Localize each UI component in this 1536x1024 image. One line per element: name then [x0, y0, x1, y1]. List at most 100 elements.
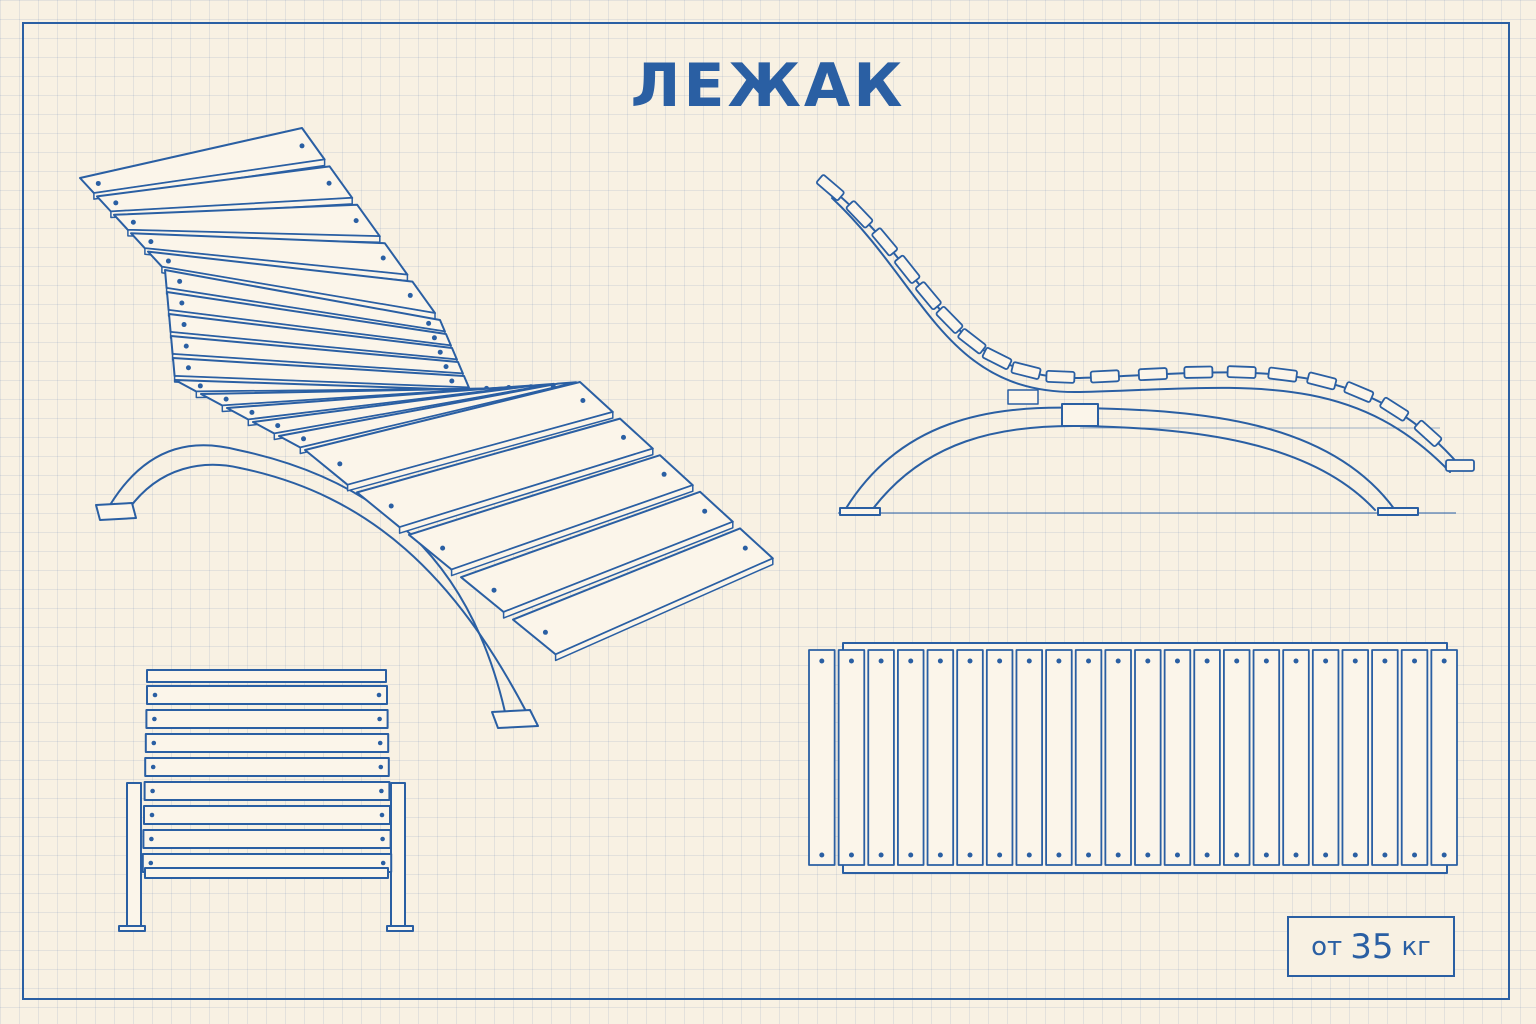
- side-slat: [1226, 365, 1257, 379]
- bolt-hole: [380, 836, 385, 842]
- front-slat: [146, 685, 388, 705]
- front-view: [118, 669, 414, 932]
- bolt-hole: [1026, 658, 1032, 664]
- bolt-hole: [1323, 658, 1329, 664]
- bolt-hole: [937, 852, 943, 858]
- side-slat: [935, 306, 964, 334]
- bolt-hole: [113, 200, 119, 206]
- bolt-hole: [1382, 658, 1388, 664]
- perspective-slat: [512, 527, 774, 662]
- bolt-hole: [380, 255, 386, 261]
- bolt-hole: [620, 434, 626, 440]
- bolt-hole: [177, 278, 183, 284]
- top-slat: [926, 649, 955, 866]
- top-slat: [985, 649, 1014, 866]
- side-foot-front: [839, 507, 881, 516]
- bolt-hole: [1234, 852, 1240, 858]
- side-slat: [871, 227, 898, 257]
- top-slat: [1371, 649, 1399, 866]
- bolt-hole: [150, 788, 155, 794]
- bolt-hole: [223, 396, 229, 402]
- top-slat: [1134, 649, 1162, 866]
- weight-badge: от 35 кг: [1287, 916, 1455, 977]
- bolt-hole: [379, 788, 384, 794]
- perspective-slat-edge: [554, 557, 774, 662]
- bolt-hole: [1441, 658, 1447, 664]
- bolt-hole: [440, 545, 446, 551]
- bolt-hole: [1086, 852, 1092, 858]
- sheet-border: [22, 22, 1510, 1000]
- top-slat: [1223, 649, 1251, 866]
- side-slat: [1089, 369, 1120, 384]
- perspective-view: [79, 127, 774, 729]
- bolt-hole: [249, 409, 255, 415]
- bolt-hole: [151, 740, 157, 746]
- support-bracket: [1007, 389, 1039, 405]
- side-slat: [845, 200, 874, 229]
- bolt-hole: [449, 378, 455, 384]
- side-slat: [1010, 361, 1042, 380]
- side-foot-rear: [1377, 507, 1419, 516]
- bolt-hole: [443, 364, 449, 370]
- bolt-hole: [1204, 852, 1210, 858]
- bolt-hole: [1293, 658, 1299, 664]
- bolt-hole: [179, 300, 185, 306]
- top-slat: [1045, 649, 1073, 866]
- perspective-slat: [113, 203, 381, 244]
- side-slat: [1445, 459, 1475, 472]
- bolt-hole: [1174, 658, 1180, 664]
- perspective-slat: [408, 454, 694, 577]
- bolt-hole: [491, 587, 497, 593]
- bolt-hole: [937, 658, 943, 664]
- bolt-hole: [380, 860, 386, 866]
- top-slat: [1015, 649, 1043, 866]
- top-slat: [1430, 649, 1458, 866]
- top-slat: [1163, 649, 1192, 866]
- center-bracket: [1061, 403, 1099, 427]
- top-view: [808, 642, 1458, 874]
- side-slat: [816, 174, 845, 201]
- bolt-hole: [1086, 658, 1092, 664]
- bolt-hole: [1412, 658, 1418, 664]
- side-slat: [1379, 396, 1410, 422]
- front-leg-right: [390, 782, 406, 929]
- bolt-hole: [1352, 852, 1358, 858]
- top-slat: [1400, 649, 1429, 866]
- bolt-hole: [1026, 852, 1032, 858]
- bolt-hole: [150, 764, 156, 770]
- top-slat: [1252, 649, 1281, 866]
- front-top-slat: [146, 669, 387, 683]
- bolt-hole: [997, 852, 1003, 858]
- bolt-hole: [908, 852, 914, 858]
- side-slat: [957, 328, 987, 355]
- bolt-hole: [377, 716, 382, 722]
- front-slat: [142, 829, 392, 849]
- bolt-hole: [181, 322, 187, 328]
- bolt-hole: [377, 740, 383, 746]
- bolt-hole: [388, 503, 394, 509]
- front-slat: [143, 781, 391, 801]
- bolt-hole: [376, 692, 382, 698]
- bolt-hole: [183, 343, 189, 349]
- bolt-hole: [550, 383, 556, 389]
- bolt-hole: [878, 852, 884, 858]
- bolt-hole: [426, 320, 432, 326]
- bolt-hole: [819, 852, 825, 858]
- top-slat: [956, 649, 984, 866]
- bolt-hole: [152, 692, 158, 698]
- bolt-hole: [149, 812, 155, 818]
- bolt-hole: [967, 852, 973, 858]
- bolt-hole: [1441, 852, 1447, 858]
- bolt-hole: [165, 258, 171, 264]
- bolt-hole: [742, 545, 748, 551]
- front-leg-left: [126, 782, 142, 929]
- bolt-hole: [431, 335, 437, 341]
- bolt-hole: [1234, 658, 1240, 664]
- side-slat: [1183, 365, 1214, 379]
- side-slat: [915, 281, 942, 311]
- bolt-hole: [1412, 852, 1418, 858]
- perspective-slat-edge: [398, 447, 654, 534]
- side-slat: [1267, 366, 1298, 383]
- perspective-slat-edge: [502, 521, 734, 619]
